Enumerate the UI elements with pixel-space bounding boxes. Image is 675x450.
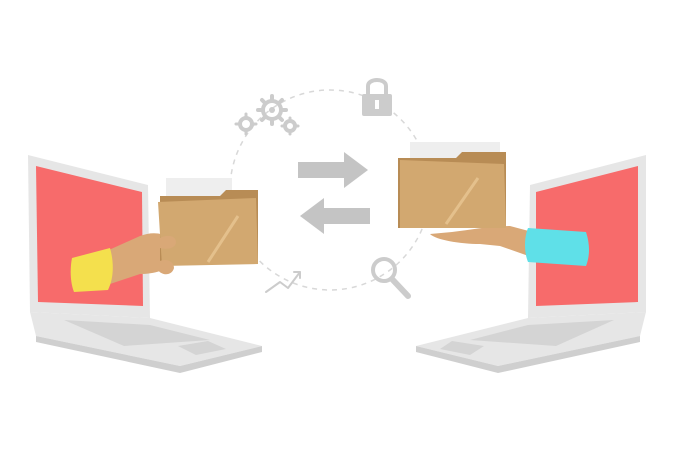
left-folder-paper — [166, 178, 232, 200]
lock-icon — [362, 78, 392, 116]
arrow-left-icon — [300, 198, 370, 234]
left-folder-front — [158, 198, 258, 266]
left-laptop-keyboard — [64, 320, 210, 346]
gears-icon — [234, 94, 300, 136]
right-sleeve — [525, 228, 589, 266]
right-laptop-keyboard — [470, 320, 614, 346]
right-laptop-touchpad — [440, 341, 484, 355]
trend-chart-icon — [265, 271, 301, 293]
right-folder-sheen — [444, 177, 480, 225]
right-arm — [430, 226, 540, 260]
left-folder — [158, 178, 258, 266]
left-arm — [100, 233, 174, 286]
left-folder-sheen — [206, 215, 240, 263]
arrow-right-icon — [298, 152, 368, 188]
left-fingers — [158, 235, 176, 275]
right-laptop-base-edge — [416, 336, 640, 373]
right-hand — [430, 226, 589, 266]
right-folder-front — [400, 160, 506, 228]
left-hand — [70, 233, 174, 292]
left-laptop-touchpad — [178, 341, 226, 355]
magnifier-icon — [371, 257, 411, 299]
left-laptop-base-edge — [36, 336, 262, 373]
left-sleeve — [70, 248, 113, 292]
right-folder — [398, 142, 506, 228]
